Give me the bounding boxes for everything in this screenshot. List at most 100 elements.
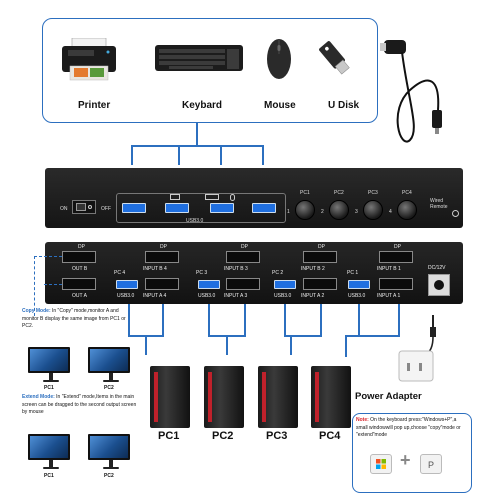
usb-hub-frame [116, 193, 286, 223]
note-panel [352, 413, 472, 493]
dp-label: DP [394, 244, 401, 250]
connector-line [34, 256, 62, 257]
connector-line [244, 304, 246, 336]
pc1-front-label: PC1 [300, 190, 310, 196]
input-b3-label: INPUT B 3 [224, 266, 248, 272]
connector-line [320, 304, 322, 336]
usb-port-pc1[interactable] [348, 280, 370, 289]
wired-remote-label: Wired Remote [430, 198, 448, 210]
power-switch[interactable] [72, 200, 96, 214]
monitor-icon [88, 434, 130, 460]
keyboard-small-icon [205, 194, 219, 200]
out-b-label: OUT B [72, 266, 88, 272]
note-text: On the keyboard press:"Windows+P",a smal… [356, 417, 461, 438]
dp-out-a-port[interactable] [62, 278, 96, 290]
dc-label: DC/12V [428, 265, 446, 271]
input-a1-label: INPUT A 1 [377, 293, 401, 299]
note-description: Note: On the keyboard press:"Windows+P",… [356, 417, 468, 440]
dp-out-b-port[interactable] [62, 251, 96, 263]
p-key-icon: P [420, 454, 442, 474]
usb-front-label: USB3.0 [186, 218, 204, 224]
connector-line [145, 335, 147, 355]
dp-label: DP [78, 244, 85, 250]
pc4-label: PC4 [319, 430, 341, 442]
power-adapter-label: Power Adapter [355, 391, 422, 402]
connector-line [398, 304, 400, 336]
pc3-select-button[interactable] [363, 200, 383, 220]
pc3-label: PC3 [266, 430, 288, 442]
input-b2-label: INPUT B 2 [301, 266, 325, 272]
pc1-tower-icon [150, 366, 190, 428]
dp-input-b3-port[interactable] [226, 251, 260, 263]
usb-cable-icon [380, 40, 460, 160]
pc4-tower-icon [311, 366, 351, 428]
connector-line [162, 304, 164, 336]
usb-port-front[interactable] [122, 203, 146, 213]
usb-back-label: USB3.0 [274, 293, 292, 299]
copy-monitor-right-label: PC2 [104, 385, 114, 391]
connector-line [220, 145, 222, 165]
dp-input-b1-port[interactable] [379, 251, 413, 263]
note-title: Note: [356, 417, 369, 423]
usb-back-label: USB3.0 [117, 293, 135, 299]
extend-monitor-left [28, 434, 74, 479]
usb-port-pc2[interactable] [274, 280, 296, 289]
pc2-select-button[interactable] [329, 200, 349, 220]
pc4-back-label: PC 4 [114, 270, 126, 276]
connector-line [131, 145, 133, 165]
pc4-front-label: PC4 [402, 190, 412, 196]
connector-line [284, 304, 286, 336]
dp-input-a3-port[interactable] [226, 278, 260, 290]
dc-jack[interactable] [428, 274, 450, 296]
pc4-select-button[interactable] [397, 200, 417, 220]
connector-line [131, 145, 264, 147]
input-a2-label: INPUT A 2 [301, 293, 325, 299]
connector-line [284, 335, 322, 337]
power-adapter-icon [395, 315, 445, 387]
connector-line [178, 145, 180, 165]
extend-monitor-left-label: PC1 [44, 473, 54, 479]
monitor-icon [28, 347, 70, 373]
extend-mode-description: Extend Mode: In "Extend" mode,Items in t… [22, 394, 137, 417]
copy-mode-description: Copy Mode: In "Copy" mode,monitor A and … [22, 308, 132, 331]
copy-mode-text: In "Copy" mode,monitor A and monitor B d… [22, 308, 126, 329]
dp-input-a1-port[interactable] [379, 278, 413, 290]
dp-label: DP [160, 244, 167, 250]
usb-port-pc3[interactable] [198, 280, 220, 289]
usb-back-label: USB3.0 [348, 293, 366, 299]
pc4-number: 4 [389, 209, 392, 215]
on-label: ON [60, 206, 68, 212]
dp-input-b2-port[interactable] [303, 251, 337, 263]
off-label: OFF [101, 206, 111, 212]
pc2-label: PC2 [212, 430, 234, 442]
extend-mode-text: In "Extend" mode,Items in the main scree… [22, 394, 137, 415]
connector-line [34, 256, 35, 316]
usb-back-label: USB3.0 [198, 293, 216, 299]
input-a3-label: INPUT A 3 [224, 293, 248, 299]
pc3-number: 3 [355, 209, 358, 215]
dp-label: DP [318, 244, 325, 250]
pc2-number: 2 [321, 209, 324, 215]
copy-monitor-right [88, 347, 134, 392]
mouse-icon [266, 38, 292, 80]
pc2-back-label: PC 2 [272, 270, 284, 276]
usb-port-front[interactable] [252, 203, 276, 213]
connector-line [196, 123, 198, 145]
printer-small-icon [170, 194, 180, 200]
pc2-tower-icon [204, 366, 244, 428]
pc1-select-button[interactable] [295, 200, 315, 220]
keyboard-icon [155, 43, 243, 73]
dp-input-b4-port[interactable] [145, 251, 179, 263]
udisk-label: U Disk [328, 100, 360, 111]
connector-line [358, 304, 360, 336]
remote-jack[interactable] [452, 210, 459, 217]
extend-monitor-right-label: PC2 [104, 473, 114, 479]
dp-input-a2-port[interactable] [303, 278, 337, 290]
usb-port-front[interactable] [210, 203, 234, 213]
dp-input-a4-port[interactable] [145, 278, 179, 290]
connector-line [128, 304, 130, 336]
usb-port-pc4[interactable] [116, 280, 138, 289]
usb-port-front[interactable] [165, 203, 189, 213]
pc2-front-label: PC2 [334, 190, 344, 196]
connector-line [345, 335, 347, 357]
